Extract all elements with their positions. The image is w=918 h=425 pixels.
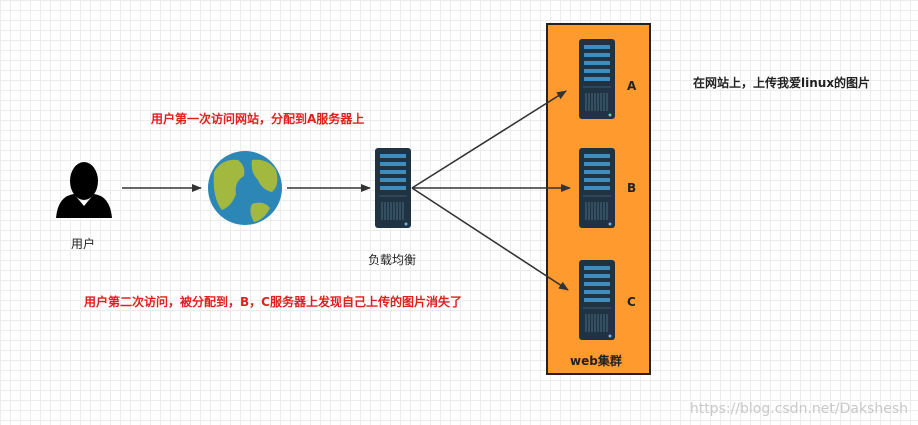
server-c-icon	[578, 259, 616, 341]
user-label: 用户	[71, 237, 96, 251]
server-c-label: C	[627, 295, 636, 309]
server-a-label: A	[627, 79, 637, 93]
load-balancer-server-icon	[374, 147, 412, 229]
arrow-lb-to-server-c	[411, 187, 569, 291]
second-visit-note: 用户第二次访问，被分配到，B，C服务器上发现自己上传的图片消失了	[84, 295, 462, 309]
arrow-lb-to-server-a	[411, 90, 567, 189]
first-visit-note: 用户第一次访问网站，分配到A服务器上	[151, 112, 365, 126]
server-b-label: B	[627, 181, 637, 195]
user-icon	[56, 162, 112, 218]
internet-globe-icon	[208, 151, 282, 225]
cluster-label: web集群	[570, 354, 622, 368]
upload-note: 在网站上，上传我爱linux的图片	[693, 76, 871, 90]
server-a-icon	[578, 38, 616, 120]
load-balancer-label: 负载均衡	[368, 253, 417, 267]
watermark: https://blog.csdn.net/Dakshesh	[689, 401, 908, 417]
server-b-icon	[578, 147, 616, 229]
